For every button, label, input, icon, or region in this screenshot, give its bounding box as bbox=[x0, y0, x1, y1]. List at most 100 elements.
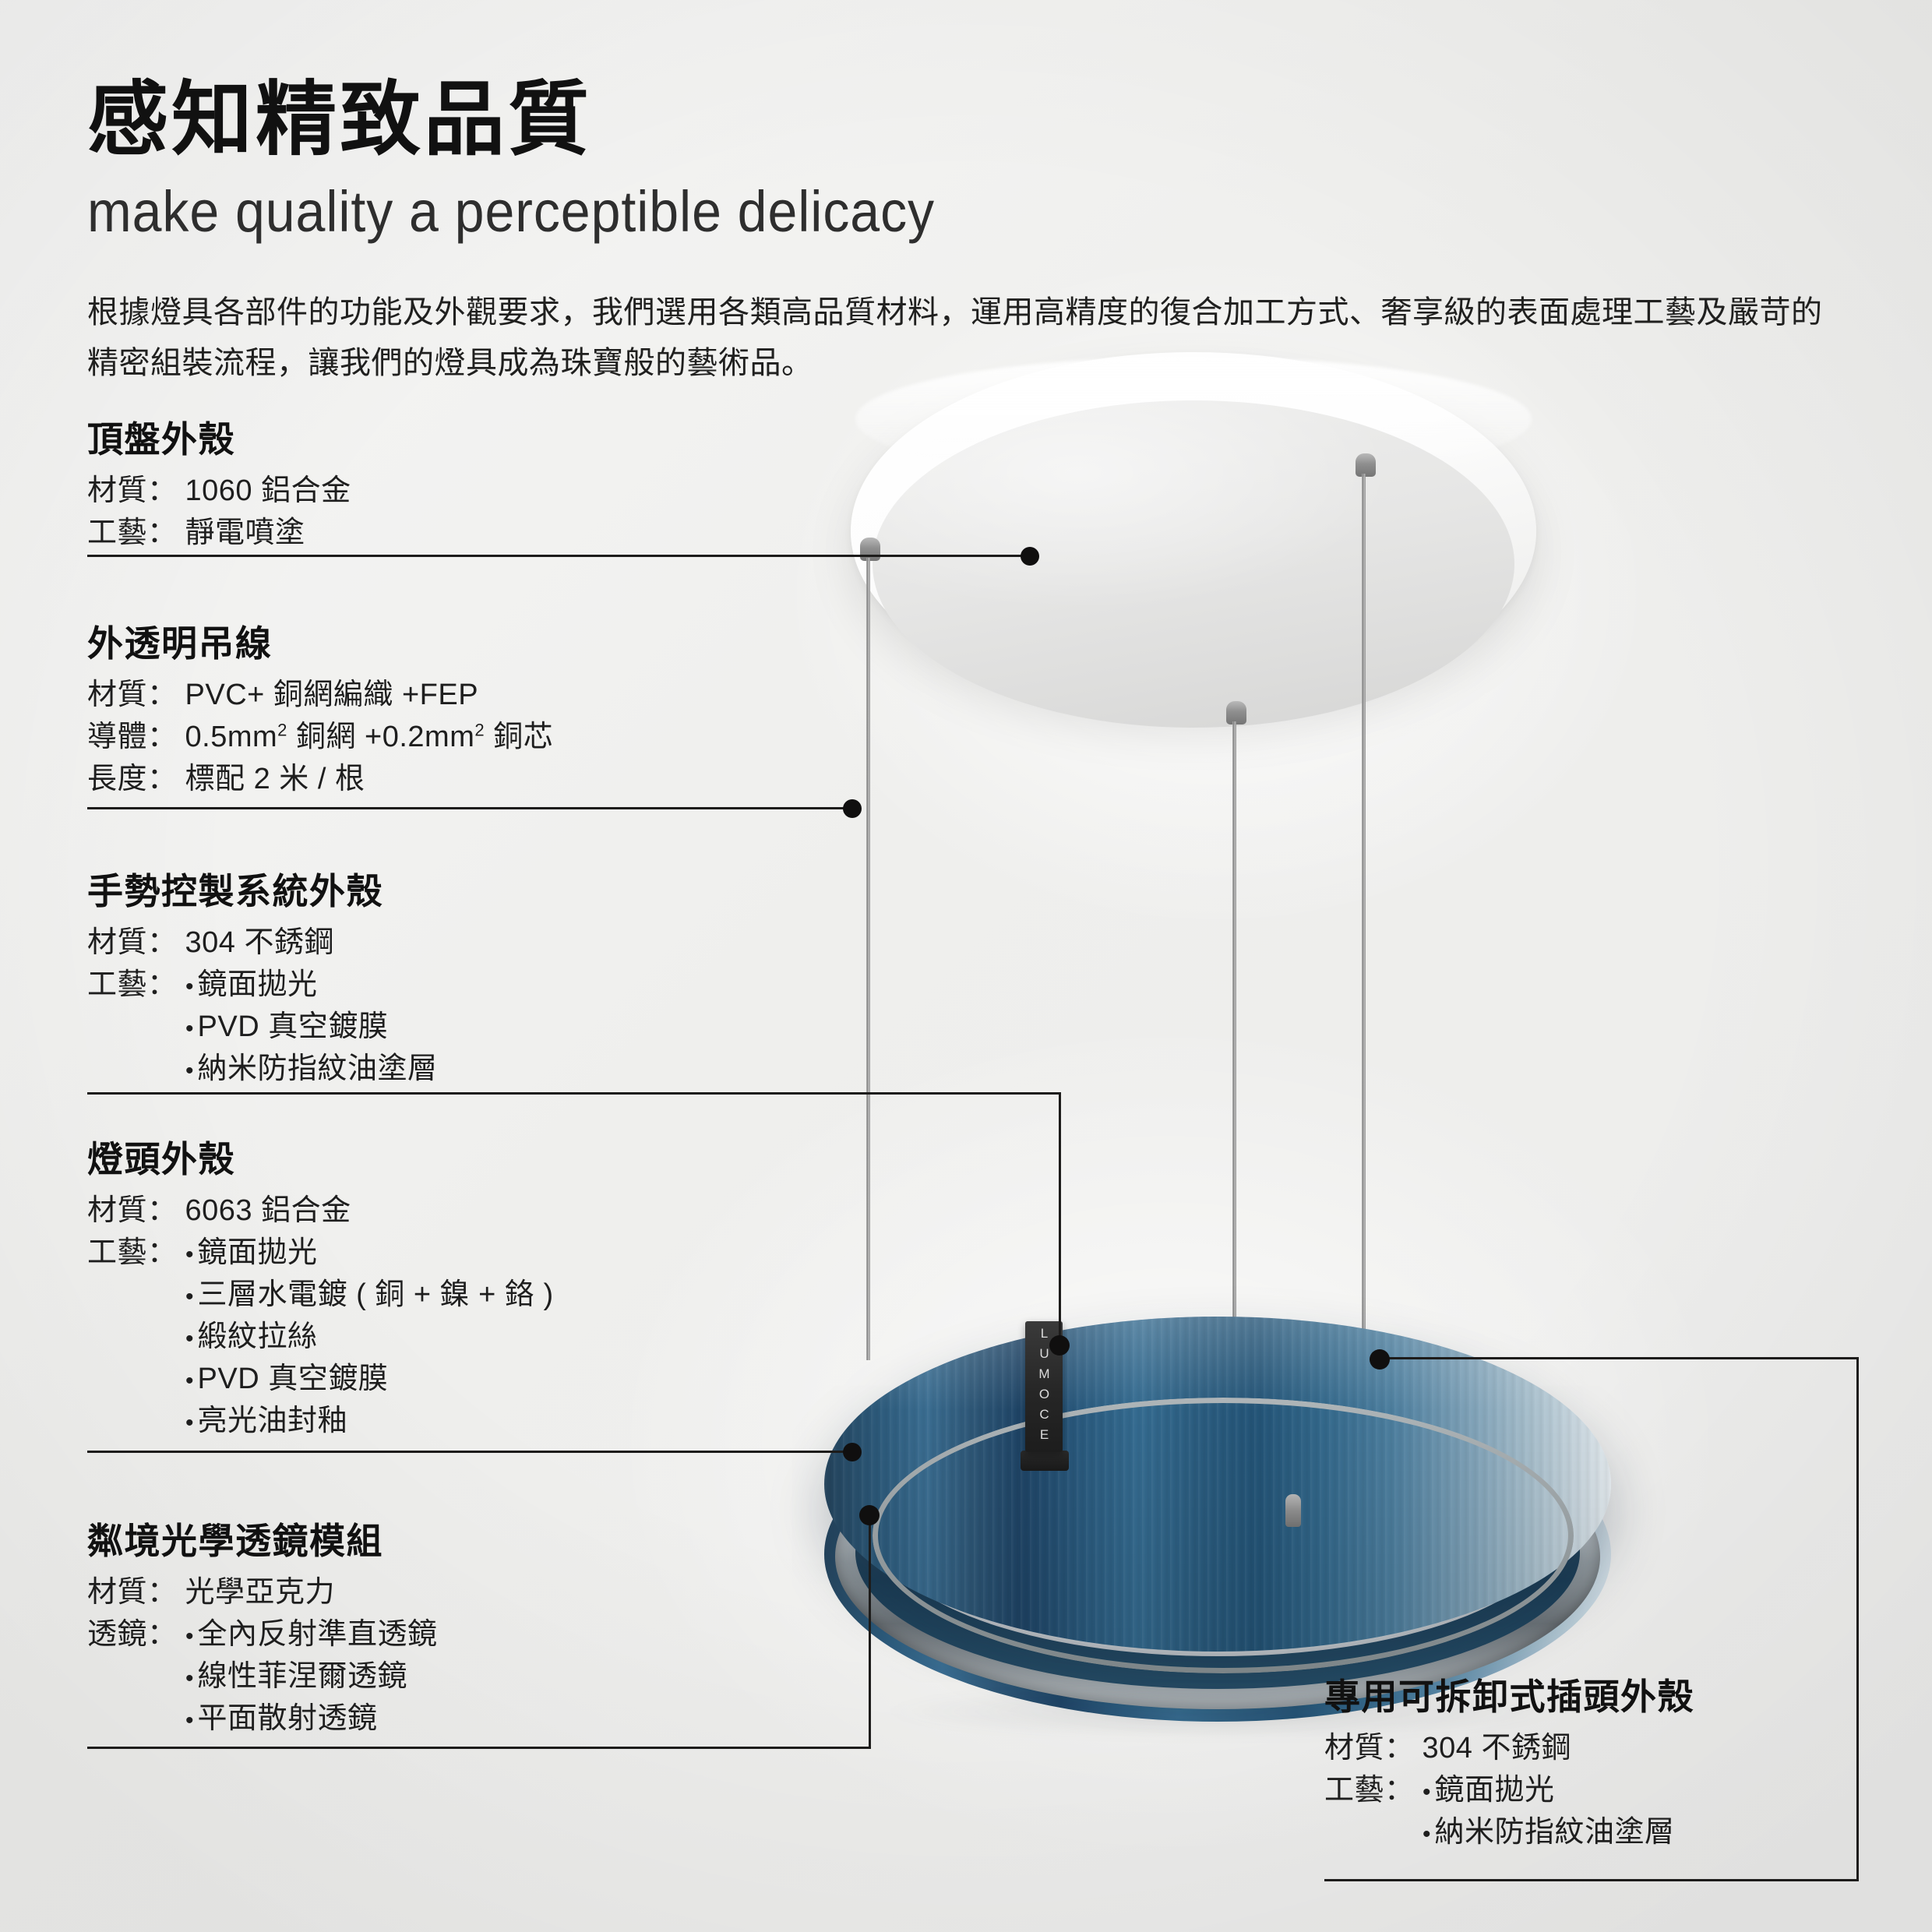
bullet-text: 全內反射準直透鏡 bbox=[197, 1617, 438, 1651]
canopy-face bbox=[873, 400, 1514, 728]
list-item: •鏡面拋光 bbox=[182, 964, 438, 1007]
bullet-text: 鏡面拋光 bbox=[1434, 1773, 1555, 1807]
leader-dot-lens bbox=[859, 1505, 880, 1525]
bullet-dot-icon: • bbox=[185, 1623, 195, 1649]
header: 感知精致品質 make quality a perceptible delica… bbox=[87, 75, 1822, 389]
spec-row-value: 304 不銹鋼 bbox=[1422, 1732, 1571, 1765]
page-subtitle: make quality a perceptible delicacy bbox=[87, 179, 936, 245]
bullet-text: 平面散射透鏡 bbox=[197, 1701, 378, 1735]
bullet-dot-icon: • bbox=[185, 1325, 195, 1352]
spec-bullet-label: 工藝： bbox=[87, 1236, 178, 1269]
spec-block-suspension-cable: 外透明吊線 材質： PVC+ 銅網編織 +FEP 導體： 0.5mm2 銅網 +… bbox=[87, 615, 835, 801]
spec-row: 導體： 0.5mm2 銅網 +0.2mm2 銅芯 bbox=[87, 717, 835, 759]
bullet-text: 三層水電鍍 ( 銅 + 鎳 + 鉻 ) bbox=[197, 1278, 554, 1311]
ceiling-canopy-disc bbox=[851, 352, 1536, 773]
bullet-dot-icon: • bbox=[185, 1367, 195, 1394]
brand-badge-label: LUMOCE bbox=[1037, 1326, 1052, 1447]
list-item: •全內反射準直透鏡 bbox=[182, 1614, 438, 1656]
spec-block-lamp-head: 燈頭外殼 材質： 6063 鋁合金 工藝： •鏡面拋光 •三層水電鍍 ( 銅 +… bbox=[87, 1131, 835, 1443]
intro-description: 根據燈具各部件的功能及外觀要求，我們選用各類高品質材料，運用高精度的復合加工方式… bbox=[87, 295, 1823, 381]
ring-top-rim bbox=[873, 1398, 1574, 1673]
bullet-text: 緞紋拉絲 bbox=[197, 1320, 318, 1353]
bullet-text: 鏡面拋光 bbox=[197, 1236, 318, 1269]
spec-row-label: 材質： bbox=[87, 474, 178, 507]
list-item: •亮光油封釉 bbox=[182, 1401, 554, 1443]
spec-row-value: 標配 2 米 / 根 bbox=[185, 762, 365, 795]
leader-line-plug-h bbox=[1379, 1357, 1859, 1359]
bullet-dot-icon: • bbox=[185, 1707, 195, 1733]
spec-row-label: 工藝： bbox=[87, 516, 178, 549]
spec-row-label: 材質： bbox=[87, 1194, 178, 1227]
list-item: •三層水電鍍 ( 銅 + 鎳 + 鉻 ) bbox=[182, 1274, 554, 1317]
spec-title-lens-module: 粼境光學透鏡模組 bbox=[87, 1521, 383, 1561]
spec-bullet-label: 工藝： bbox=[87, 968, 178, 1001]
list-item: •PVD 真空鍍膜 bbox=[182, 1007, 438, 1049]
bullet-text: 鏡面拋光 bbox=[197, 968, 318, 1001]
list-item: •PVD 真空鍍膜 bbox=[182, 1359, 554, 1401]
spec-row-value: PVC+ 銅網編織 +FEP bbox=[185, 679, 479, 711]
bullet-dot-icon: • bbox=[185, 1015, 195, 1042]
spec-bullet-list: •鏡面拋光 •三層水電鍍 ( 銅 + 鎳 + 鉻 ) •緞紋拉絲 •PVD 真空… bbox=[182, 1232, 554, 1443]
spec-row: 材質： 304 不銹鋼 bbox=[1324, 1728, 1870, 1770]
bullet-dot-icon: • bbox=[185, 1409, 195, 1436]
list-item: •納米防指紋油塗層 bbox=[182, 1049, 438, 1091]
bullet-dot-icon: • bbox=[185, 1241, 195, 1267]
brand-badge-foot bbox=[1021, 1451, 1069, 1471]
spec-row: 材質： 光學亞克力 bbox=[87, 1572, 835, 1614]
leader-line-lens-h bbox=[87, 1747, 871, 1749]
spec-row-bullets: 工藝： •鏡面拋光 •PVD 真空鍍膜 •納米防指紋油塗層 bbox=[87, 964, 835, 1091]
spec-block-gesture-control: 手勢控製系統外殼 材質： 304 不銹鋼 工藝： •鏡面拋光 •PVD 真空鍍膜… bbox=[87, 863, 835, 1091]
spec-row-value: 6063 鋁合金 bbox=[185, 1194, 351, 1227]
page-title: 感知精致品質 bbox=[87, 75, 593, 165]
spec-row: 材質： 6063 鋁合金 bbox=[87, 1190, 835, 1232]
spec-row-label: 材質： bbox=[87, 1576, 178, 1609]
leader-dot-canopy bbox=[1021, 547, 1039, 566]
spec-row-value-conductor: 0.5mm2 銅網 +0.2mm2 銅芯 bbox=[185, 720, 554, 753]
spec-row-label: 導體： bbox=[87, 720, 178, 753]
bullet-text: 線性菲涅爾透鏡 bbox=[197, 1659, 408, 1693]
leader-line-canopy bbox=[87, 555, 1030, 557]
list-item: •鏡面拋光 bbox=[182, 1232, 554, 1274]
spec-row-value: 光學亞克力 bbox=[185, 1576, 336, 1609]
spec-title-lamp-head: 燈頭外殼 bbox=[87, 1139, 235, 1179]
spec-row-value: 304 不銹鋼 bbox=[185, 926, 334, 959]
leader-dot-lamphead bbox=[843, 1443, 862, 1461]
spec-bullet-label: 透鏡： bbox=[87, 1617, 178, 1651]
spec-row-bullets: 工藝： •鏡面拋光 •三層水電鍍 ( 銅 + 鎳 + 鉻 ) •緞紋拉絲 •PV… bbox=[87, 1232, 835, 1443]
ring-center-pin bbox=[1285, 1494, 1301, 1527]
bullet-text: 納米防指紋油塗層 bbox=[1434, 1815, 1675, 1849]
list-item: •緞紋拉絲 bbox=[182, 1317, 554, 1359]
spec-row-label: 材質： bbox=[87, 679, 178, 711]
leader-line-gesture-v bbox=[1059, 1092, 1061, 1346]
spec-bullet-list: •全內反射準直透鏡 •線性菲涅爾透鏡 •平面散射透鏡 bbox=[182, 1614, 438, 1740]
spec-row-value: 靜電噴塗 bbox=[185, 516, 305, 549]
spec-block-detachable-plug: 專用可拆卸式插頭外殼 材質： 304 不銹鋼 工藝： •鏡面拋光 •納米防指紋油… bbox=[1324, 1669, 1870, 1854]
list-item: •鏡面拋光 bbox=[1419, 1770, 1675, 1812]
bullet-dot-icon: • bbox=[185, 1283, 195, 1310]
bullet-dot-icon: • bbox=[1423, 1821, 1432, 1847]
spec-row-bullets: 透鏡： •全內反射準直透鏡 •線性菲涅爾透鏡 •平面散射透鏡 bbox=[87, 1614, 835, 1740]
ring-drop-shadow bbox=[888, 1684, 1558, 1739]
spec-title-gesture-control: 手勢控製系統外殼 bbox=[87, 871, 383, 911]
spec-rule-detachable-plug bbox=[1324, 1879, 1859, 1881]
bullet-dot-icon: • bbox=[185, 1665, 195, 1691]
bullet-dot-icon: • bbox=[1423, 1779, 1432, 1805]
cable-cap-left bbox=[860, 538, 880, 561]
spec-row: 材質： PVC+ 銅網編織 +FEP bbox=[87, 675, 835, 717]
suspension-cable-left bbox=[866, 558, 870, 1360]
spec-row-label: 材質： bbox=[87, 926, 178, 959]
cable-cap-right bbox=[1356, 453, 1376, 477]
bullet-dot-icon: • bbox=[185, 973, 195, 999]
leader-line-lamphead bbox=[87, 1451, 851, 1453]
leader-line-plug-v bbox=[1856, 1357, 1859, 1881]
list-item: •線性菲涅爾透鏡 bbox=[182, 1656, 438, 1698]
bullet-text: 納米防指紋油塗層 bbox=[197, 1052, 438, 1085]
leader-dot-plug bbox=[1370, 1349, 1390, 1370]
list-item: •納米防指紋油塗層 bbox=[1419, 1812, 1675, 1854]
bullet-text: 亮光油封釉 bbox=[197, 1404, 348, 1437]
spec-bullet-label: 工藝： bbox=[1324, 1773, 1415, 1807]
suspension-cable-right bbox=[1362, 474, 1366, 1338]
spec-block-canopy-housing: 頂盤外殼 材質： 1060 鋁合金 工藝： 靜電噴塗 bbox=[87, 411, 1014, 555]
spec-row-label: 材質： bbox=[1324, 1732, 1415, 1765]
spec-title-canopy-housing: 頂盤外殼 bbox=[87, 419, 235, 460]
